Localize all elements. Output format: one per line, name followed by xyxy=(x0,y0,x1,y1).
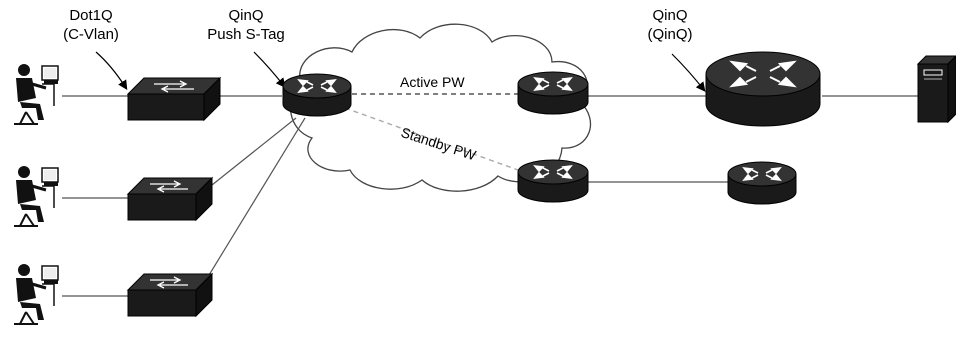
qinq-right-label: QinQ (QinQ) xyxy=(620,6,720,44)
user-workstation-icon xyxy=(14,264,59,325)
dot1q-label: Dot1Q (C-Vlan) xyxy=(46,6,136,44)
user-workstation-icon xyxy=(14,64,59,125)
provider-cloud-icon xyxy=(289,23,592,192)
router-icon xyxy=(727,161,797,205)
user-workstation-icon xyxy=(14,166,59,227)
standby-pw-line xyxy=(344,107,519,171)
annotation-arrows xyxy=(95,51,706,92)
switch-icon xyxy=(126,272,214,318)
links xyxy=(62,95,918,297)
aggregation-router-icon xyxy=(705,51,821,127)
dot1q-arrow-icon xyxy=(95,51,128,91)
dot1q-subtitle: (C-Vlan) xyxy=(63,26,119,43)
server-icon xyxy=(916,55,956,124)
switch-icon xyxy=(126,76,222,122)
qinq-right-title: QinQ xyxy=(652,7,688,24)
dot1q-title: Dot1Q xyxy=(69,7,113,24)
qinq-push-subtitle: Push S-Tag xyxy=(207,26,285,43)
router-icon xyxy=(517,159,589,203)
qinq-right-arrow-icon xyxy=(671,53,706,92)
link-switch3-pe1 xyxy=(205,117,306,281)
qinq-push-label: QinQ Push S-Tag xyxy=(186,6,306,44)
link-switch2-pe1 xyxy=(211,117,297,186)
active-pw-label: Active PW xyxy=(400,74,465,90)
switch-icon xyxy=(126,176,214,222)
qinq-push-title: QinQ xyxy=(228,7,264,24)
qinq-right-subtitle: (QinQ) xyxy=(647,26,693,43)
qinq-push-arrow-icon xyxy=(253,51,286,88)
router-icon xyxy=(282,73,352,117)
router-icon xyxy=(517,71,589,115)
